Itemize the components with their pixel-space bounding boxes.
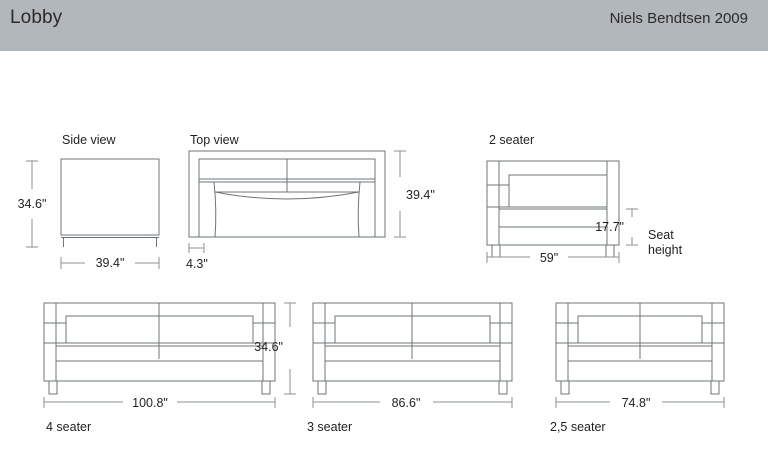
technical-drawing: Side view 34.6" 39.4": [18, 133, 725, 434]
four-seater-group: 34.6" 100.8" 4 seater: [43, 302, 296, 434]
two-seater-label: 2 seater: [489, 133, 534, 147]
side-view-base-rail: [61, 234, 159, 238]
top-view-depth-value: 39.4": [406, 188, 435, 202]
seat-height-caption-line1: Seat: [648, 228, 674, 242]
four-seater-height-dimension: 34.6": [254, 302, 296, 395]
four-seater-width-value: 100.8": [132, 396, 168, 410]
four-seater-left-bolster: [44, 322, 67, 344]
two-five-seater-left-bolster: [556, 322, 579, 344]
top-view-right-arm: [357, 179, 376, 238]
three-seater-label: 3 seater: [307, 420, 352, 434]
two-five-seater-width-value: 74.8": [622, 396, 651, 410]
top-view-seat-front-curve: [214, 191, 360, 200]
two-five-seater-width-dimension: 74.8": [555, 396, 725, 410]
two-seater-width-value: 59": [540, 251, 558, 265]
top-view-depth-dimension: 39.4": [394, 150, 435, 238]
three-seater-right-bolster: [489, 322, 512, 344]
drawing-canvas: Side view 34.6" 39.4": [0, 51, 768, 471]
three-seater-arms: [324, 303, 501, 381]
side-view-height-value: 34.6": [18, 197, 47, 211]
side-view-label: Side view: [62, 133, 116, 147]
two-five-seater-legs: [560, 381, 720, 395]
top-view-label: Top view: [190, 133, 240, 147]
top-view-group: Top view 39.4": [186, 133, 435, 271]
header-bar: Lobby Niels Bendtsen 2009: [0, 0, 768, 51]
two-seater-bolster: [487, 184, 510, 208]
three-seater-width-value: 86.6": [392, 396, 421, 410]
three-seater-left-bolster: [313, 322, 336, 344]
two-five-seater-arms: [567, 303, 713, 381]
designer-credit: Niels Bendtsen 2009: [609, 10, 748, 27]
top-view-left-arm: [198, 179, 217, 238]
four-seater-arms: [55, 303, 264, 381]
two-five-seater-right-bolster: [701, 322, 724, 344]
top-view-arm-dimension: 4.3": [186, 243, 208, 271]
two-five-seater-seat-cushions: [567, 345, 713, 362]
two-seater-seat-cushion: [498, 208, 608, 228]
side-view-legs: [63, 237, 157, 247]
seat-height-caption-line2: height: [648, 243, 683, 257]
side-view-height-dimension: 34.6": [18, 160, 47, 248]
four-seater-label: 4 seater: [46, 420, 91, 434]
three-seater-width-dimension: 86.6": [312, 396, 513, 410]
two-seater-seat-height-dimension: 17.7" Seat height: [595, 208, 683, 257]
side-view-body: [60, 158, 160, 236]
two-five-seater-label: 2,5 seater: [550, 420, 606, 434]
side-view-group: Side view 34.6" 39.4": [18, 133, 160, 270]
page-title: Lobby: [10, 7, 63, 28]
four-seater-width-dimension: 100.8": [43, 396, 276, 410]
two-seater-group: 2 seater 17.7" Seat: [486, 133, 683, 265]
two-seater-width-dimension: 59": [486, 251, 620, 265]
two-five-seater-group: 74.8" 2,5 seater: [550, 302, 725, 434]
three-seater-seat-cushions: [324, 345, 501, 362]
three-seater-legs: [317, 381, 508, 395]
three-seater-group: 86.6" 3 seater: [307, 302, 513, 434]
two-seater-seat-height-value: 17.7": [595, 220, 624, 234]
four-seater-seat-cushions: [55, 345, 264, 362]
four-seater-right-bolster: [252, 322, 275, 344]
side-view-width-value: 39.4": [96, 256, 125, 270]
four-seater-legs: [48, 381, 271, 395]
side-view-width-dimension: 39.4": [60, 256, 160, 270]
top-view-arm-value: 4.3": [186, 257, 208, 271]
four-seater-height-value: 34.6": [254, 340, 283, 354]
